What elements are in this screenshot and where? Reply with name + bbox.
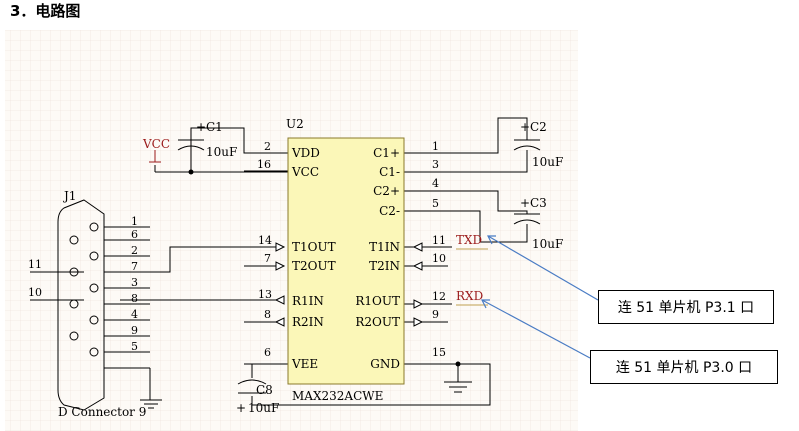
c1-value: 10uF	[206, 145, 237, 159]
pin-name-t1in: T1IN	[369, 240, 400, 254]
page-heading: 3．电路图	[10, 2, 81, 20]
c2-value: 10uF	[532, 155, 563, 169]
rxd-callout-arrowhead	[481, 299, 490, 309]
pin-num-2: 2	[264, 140, 271, 153]
connector-pin-6: 6	[131, 228, 138, 241]
txd-callout-line	[487, 235, 599, 301]
c8-ref: C8	[256, 383, 273, 397]
pin-name-t2in: T2IN	[369, 259, 400, 273]
pin-num-15: 15	[432, 346, 446, 359]
net-label-11: 11	[28, 258, 42, 271]
pin-num-9: 9	[432, 308, 439, 321]
connector-pin-4: 4	[131, 308, 138, 321]
pin-name-r2out: R2OUT	[355, 315, 400, 329]
max232-chip-body	[287, 137, 405, 385]
pin-name-r2in: R2IN	[292, 315, 324, 329]
txd-note-text: 连 51 单片机 P3.1 口	[617, 300, 755, 316]
pin-num-13: 13	[258, 288, 272, 301]
rxd-note-text: 连 51 单片机 P3.0 口	[615, 360, 753, 376]
c8-value: 10uF	[248, 401, 279, 415]
pin-num-1: 1	[432, 140, 439, 153]
pin-num-3: 3	[432, 158, 439, 171]
pin-name-vdd: VDD	[291, 146, 320, 160]
pin-name-c2minus: C2-	[379, 204, 400, 218]
connector-name: D Connector 9	[58, 405, 146, 419]
connector-pin-9: 9	[131, 324, 138, 337]
c2-ref: C2	[530, 120, 547, 134]
pin-num-4: 4	[432, 177, 439, 190]
pin-name-c1plus: C1+	[373, 146, 400, 160]
connector-ref: J1	[62, 189, 76, 203]
net-label-txd: TXD	[456, 233, 482, 247]
pin-name-t1out: T1OUT	[292, 240, 336, 254]
vcc-power-label: VCC	[142, 137, 170, 151]
pin-name-vee: VEE	[291, 357, 318, 371]
c3-ref: C3	[530, 196, 547, 210]
rxd-note-box: 连 51 单片机 P3.0 口	[590, 350, 778, 384]
pin-name-c2plus: C2+	[373, 184, 400, 198]
connector-pin-2: 2	[131, 244, 138, 257]
chip-part-number: MAX232ACWE	[292, 389, 383, 403]
c2-plus-sign: +	[520, 120, 530, 134]
c1-plus-sign: +	[196, 120, 206, 134]
gnd-junction-dot	[455, 361, 461, 367]
pin-name-r1out: R1OUT	[355, 294, 400, 308]
pin-num-16: 16	[257, 158, 271, 171]
pin-num-14: 14	[258, 234, 272, 247]
connector-pin-7: 7	[131, 260, 138, 273]
vcc-junction-dot	[188, 169, 194, 175]
pin-name-c1minus: C1-	[379, 165, 400, 179]
pin-num-5: 5	[432, 197, 439, 210]
pin-num-11: 11	[432, 234, 446, 247]
rxd-callout-line	[481, 299, 591, 359]
c3-value: 10uF	[532, 237, 563, 251]
pin-num-6: 6	[264, 346, 271, 359]
connector-pin-5: 5	[131, 340, 138, 353]
txd-note-box: 连 51 单片机 P3.1 口	[598, 290, 774, 324]
connector-pin-1: 1	[131, 215, 138, 228]
c1-ref: C1	[206, 120, 223, 134]
net-label-rxd: RXD	[456, 289, 483, 303]
c3-plus-sign: +	[520, 196, 530, 210]
pin-name-gnd: GND	[370, 357, 400, 371]
txd-callout-arrowhead	[487, 235, 496, 245]
pin-num-10: 10	[432, 252, 446, 265]
pin-name-t2out: T2OUT	[292, 259, 336, 273]
pin-num-7: 7	[264, 252, 271, 265]
pin-name-vcc: VCC	[291, 165, 319, 179]
net-label-10: 10	[28, 286, 42, 299]
pin-num-12: 12	[432, 290, 446, 303]
c8-plus-sign: +	[236, 401, 246, 415]
pin-name-r1in: R1IN	[292, 294, 324, 308]
pin-num-8: 8	[264, 308, 271, 321]
connector-pin-3: 3	[131, 276, 138, 289]
chip-ref: U2	[286, 117, 304, 131]
connector-pin-8: 8	[131, 292, 138, 305]
